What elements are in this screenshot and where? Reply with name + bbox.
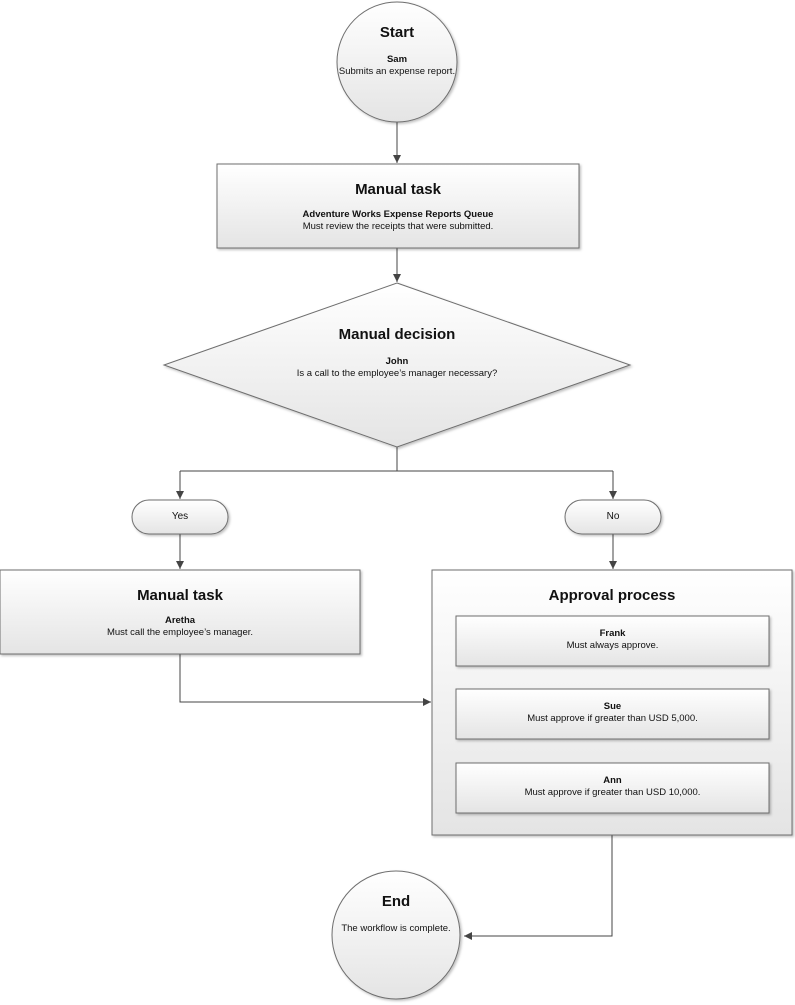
start-text: Start Sam Submits an expense report.: [337, 24, 457, 78]
end-node: [331, 870, 461, 1000]
task2-text: Manual task Aretha Must call the employe…: [0, 587, 360, 639]
approval-step-frank-box: [455, 615, 770, 667]
task1-box: [216, 163, 580, 249]
approval-step-desc: Must approve if greater than USD 5,000.: [527, 713, 698, 724]
no-label: No: [606, 511, 620, 522]
task2-actor: Aretha: [164, 615, 196, 626]
start-node: [336, 1, 458, 123]
start-title: Start: [379, 24, 415, 41]
yes-label: Yes: [171, 511, 189, 522]
start-actor: Sam: [386, 54, 408, 65]
approval-step-sue: Sue Must approve if greater than USD 5,0…: [456, 701, 769, 725]
task1-desc: Must review the receipts that were submi…: [302, 221, 494, 232]
approval-title: Approval process: [548, 587, 676, 604]
decision-actor: John: [385, 356, 409, 367]
yes-pill: [131, 499, 229, 535]
approval-step-desc: Must always approve.: [566, 640, 659, 651]
decision-title: Manual decision: [338, 326, 456, 343]
connector-approval-end: [464, 835, 613, 940]
connector-task2-approval: [179, 654, 431, 706]
task1-text: Manual task Adventure Works Expense Repo…: [217, 181, 579, 233]
approval-step-ann-box: [455, 762, 770, 814]
task2-desc: Must call the employee’s manager.: [106, 627, 254, 638]
approval-step-frank: Frank Must always approve.: [456, 628, 769, 652]
approval-step-sue-box: [455, 688, 770, 740]
approval-step-actor: Sue: [603, 701, 622, 712]
decision-text: Manual decision John Is a call to the em…: [240, 326, 554, 380]
task2-box: [0, 569, 361, 655]
approval-step-desc: Must approve if greater than USD 10,000.: [524, 787, 701, 798]
end-desc: The workflow is complete.: [341, 923, 451, 934]
approval-step-actor: Frank: [599, 628, 626, 639]
end-text: End The workflow is complete.: [332, 893, 460, 935]
end-title: End: [381, 893, 411, 910]
task1-actor: Adventure Works Expense Reports Queue: [302, 209, 494, 220]
decision-diamond: [162, 282, 632, 448]
task1-title: Manual task: [355, 181, 441, 198]
no-pill: [564, 499, 662, 535]
task2-title: Manual task: [137, 587, 223, 604]
start-desc: Submits an expense report.: [338, 66, 456, 77]
decision-desc: Is a call to the employee’s manager nece…: [296, 368, 498, 379]
approval-step-actor: Ann: [603, 775, 622, 786]
approval-step-ann: Ann Must approve if greater than USD 10,…: [456, 775, 769, 799]
